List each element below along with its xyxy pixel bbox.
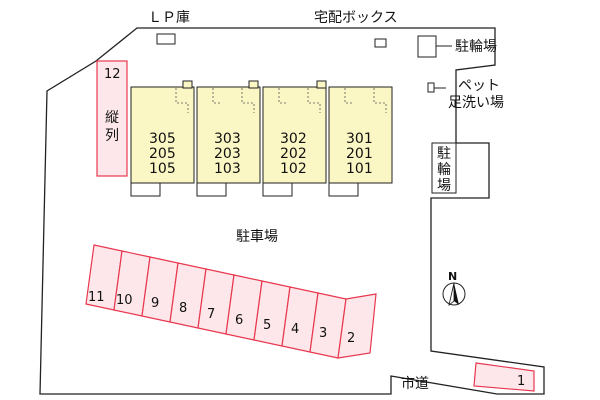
parking-number: 5 [263,318,271,333]
unit-number: 303 [214,131,241,147]
parking-number: 3 [319,326,327,341]
parking-number-12: 12 [104,67,121,82]
pet-wash-marker [427,82,435,93]
parking-row-numbers: 11 10 9 8 7 6 5 4 3 2 [88,290,355,346]
parking-number: 11 [88,290,105,305]
delivery-box [374,38,387,48]
city-road-label: 市道 [401,375,429,392]
unit-number: 201 [346,146,373,162]
parking-number: 8 [179,301,187,316]
tandem-label-2: 列 [105,128,119,144]
unit-number: 101 [346,161,373,177]
unit-number: 205 [149,146,176,162]
tandem-label-1: 縦 [105,110,119,126]
bicycle-parking-side-char-2: 輪 [437,161,451,178]
parking-number: 9 [151,296,159,311]
unit-number: 105 [149,161,176,177]
unit-number: 203 [214,146,241,162]
unit-column-2: 303 203 103 [214,131,241,177]
north-arrow-icon-outline [448,282,455,307]
unit-column-1: 305 205 105 [149,131,176,177]
north-arrow-icon [454,283,459,305]
pet-wash-label-1: ペット [458,78,500,94]
unit-column-3: 302 202 102 [280,131,307,177]
unit-number: 102 [280,161,307,177]
parking-number: 10 [116,293,133,308]
parking-number: 2 [347,331,355,346]
bicycle-parking-top-label: 駐輪場 [455,38,497,55]
apartment-building [130,80,393,197]
bicycle-parking-side-char-1: 駐 [437,146,451,162]
bicycle-parking-top [417,35,437,58]
north-arrow: N [442,270,466,307]
unit-column-4: 301 201 101 [346,131,373,177]
pet-wash-label-2: 足洗い場 [448,95,504,111]
lp-storage-box [156,33,176,45]
parking-space-2 [337,293,377,359]
unit-number: 202 [280,146,307,162]
unit-number: 305 [149,131,176,147]
parking-number: 7 [207,307,215,322]
parking-space-1 [473,362,535,392]
bicycle-parking-side-char-3: 場 [437,178,451,194]
unit-number: 103 [214,161,241,177]
parking-number: 4 [291,322,299,337]
parking-row [85,244,377,359]
lp-storage-label: ＬＰ庫 [148,9,190,26]
parking-number-1: 1 [517,374,525,389]
parking-lot-label: 駐車場 [236,228,278,245]
parking-number: 6 [235,313,243,328]
parking-space-12 [96,60,128,177]
north-label: N [448,270,457,283]
unit-number: 302 [280,131,307,147]
unit-number: 301 [346,131,373,147]
bicycle-parking-side [431,142,457,194]
delivery-box-label: 宅配ボックス [314,10,398,26]
